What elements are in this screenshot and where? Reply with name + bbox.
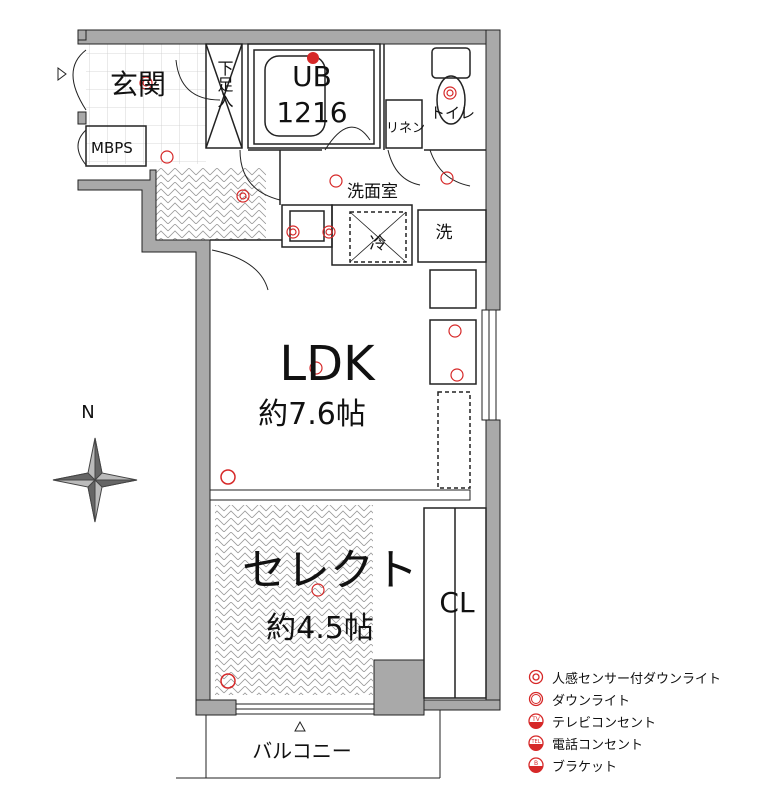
downlight-icon (450, 368, 464, 382)
legend-label: テレビコンセント (552, 715, 657, 731)
room-label-entrance: 玄関 (110, 68, 166, 101)
svg-text:B: B (534, 760, 538, 767)
downlight-icon (440, 171, 454, 185)
washer-label: 洗 (436, 223, 453, 243)
tv-outlet-icon (220, 469, 236, 485)
interior-walls (72, 43, 487, 699)
downlight-icon (329, 174, 343, 188)
room-label-linen: リネン (386, 121, 425, 136)
compass-icon (52, 437, 138, 523)
svg-text:TV: TV (531, 716, 541, 723)
motion-sensor-downlight-icon (322, 225, 336, 239)
room-label-ldk: LDK (279, 336, 376, 392)
phone-outlet-icon: TEL (528, 735, 544, 751)
legend-item: B ブラケット (528, 754, 721, 776)
tv-outlet-icon (220, 673, 236, 689)
walls (77, 29, 501, 716)
balcony-outline (176, 710, 441, 779)
fridge-label: 冷 (370, 234, 387, 254)
entry-arrow-icon (57, 67, 67, 81)
window-balcony (235, 703, 375, 715)
room-label-ldk-size: 約7.6帖 (258, 397, 366, 432)
room-label-shoe-cabinet: 下足入 (215, 60, 234, 108)
motion-sensor-downlight-icon (286, 225, 300, 239)
window-right (481, 309, 497, 421)
downlight-icon (528, 691, 544, 707)
legend-item: TEL 電話コンセント (528, 732, 721, 754)
room-label-balcony: バルコニー (252, 739, 352, 763)
room-label-washroom: 洗面室 (347, 182, 398, 202)
legend: 人感センサー付ダウンライト ダウンライト TV テレビコンセント TEL 電話コ… (528, 666, 721, 776)
fixtures (139, 52, 464, 689)
select-floor (215, 505, 373, 695)
room-label-closet: CL (439, 586, 475, 619)
balcony-entry-arrow-icon (294, 720, 306, 732)
legend-label: ブラケット (552, 759, 618, 775)
legend-label: 人感センサー付ダウンライト (552, 671, 722, 687)
motion-sensor-downlight-icon (443, 86, 457, 100)
motion-sensor-downlight-icon (528, 669, 544, 685)
room-label-toilet: トイレ (430, 104, 475, 122)
room-label-select: セレクト (242, 545, 418, 596)
bracket-light-icon (307, 52, 319, 64)
bracket-light-icon: B (528, 757, 544, 773)
room-label-mbps: MBPS (91, 139, 133, 157)
legend-item: TV テレビコンセント (528, 710, 721, 732)
svg-text:TEL: TEL (531, 739, 541, 745)
tv-outlet-icon: TV (528, 713, 544, 729)
legend-label: 電話コンセント (552, 737, 644, 753)
downlight-icon (448, 324, 462, 338)
room-label-bath-size: 1216 (276, 96, 347, 129)
hall-floor (156, 168, 266, 240)
legend-item: ダウンライト (528, 688, 721, 710)
room-label-bath: UB (292, 60, 332, 93)
legend-item: 人感センサー付ダウンライト (528, 666, 721, 688)
north-label: N (81, 402, 94, 423)
room-label-select-size: 約4.5帖 (266, 611, 374, 646)
legend-label: ダウンライト (552, 693, 631, 709)
